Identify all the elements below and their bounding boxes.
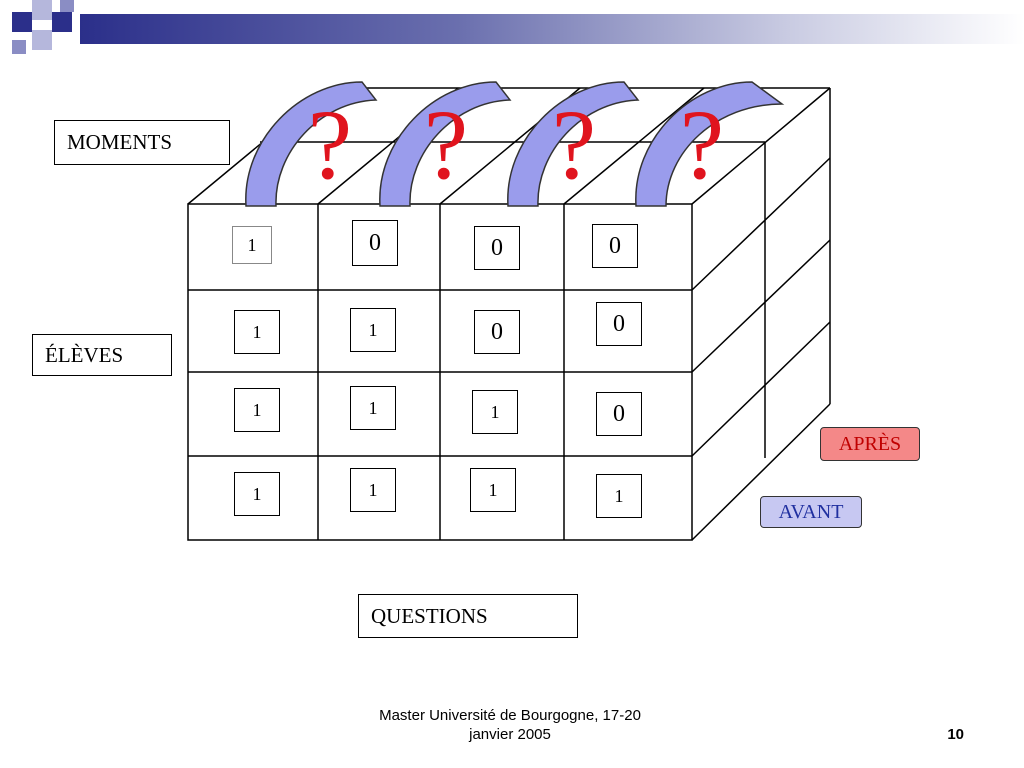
question-mark: ? [552, 89, 596, 200]
grid-cell-value: 1 [232, 226, 272, 264]
grid-cell-value: 0 [592, 224, 638, 268]
cell-text: 0 [491, 234, 503, 261]
cell-text: 0 [613, 310, 625, 337]
header-gradient-bar [80, 14, 1024, 44]
cell-text: 1 [252, 483, 262, 504]
cell-text: 0 [491, 318, 503, 345]
cell-text: 0 [369, 229, 381, 256]
question-mark: ? [680, 89, 724, 200]
questions-label-text: QUESTIONS [371, 603, 488, 628]
cube-top-col [563, 87, 705, 205]
header-square [12, 12, 32, 32]
question-arc [635, 81, 785, 207]
header-square [32, 30, 52, 50]
grid-cell-value: 1 [234, 310, 280, 354]
moments-label-text: MOMENTS [67, 130, 173, 154]
cell-text: 1 [252, 321, 262, 342]
grid-cell-value: 1 [350, 308, 396, 352]
footer-line: janvier 2005 [469, 726, 551, 743]
grid-cell-value: 1 [350, 386, 396, 430]
grid-cell-value: 0 [352, 220, 398, 266]
grid-cell-value: 0 [474, 310, 520, 354]
question-arc [245, 81, 378, 207]
question-mark: ? [424, 89, 468, 200]
cube-right-row [691, 239, 831, 373]
moments-label: MOMENTS [54, 120, 230, 165]
avant-tag: AVANT [760, 496, 862, 528]
cell-text: 1 [368, 319, 378, 340]
eleves-label-text: ÉLÈVES [45, 342, 124, 367]
cell-text: 1 [247, 234, 257, 255]
apres-tag-text: APRÈS [838, 432, 902, 455]
grid-cell-value: 1 [470, 468, 516, 512]
cell-text: 1 [488, 479, 498, 500]
cell-text: 0 [609, 232, 621, 259]
grid-cell-value: 1 [350, 468, 396, 512]
cube-top-edge [691, 87, 831, 205]
footer-line: Master Université de Bourgogne, 17-20 [379, 707, 641, 724]
question-arc [507, 81, 640, 207]
cell-text: 1 [368, 397, 378, 418]
questions-label: QUESTIONS [358, 594, 578, 638]
grid-cell-value: 1 [234, 388, 280, 432]
header-square [12, 40, 26, 54]
cube-right-edge [691, 403, 831, 541]
header-square [60, 0, 74, 12]
footer-text: Master Université de Bourgogne, 17-20 ja… [340, 706, 680, 744]
question-arc [379, 81, 512, 207]
cell-text: 1 [368, 479, 378, 500]
grid-cell-value: 1 [472, 390, 518, 434]
cell-text: 1 [252, 399, 262, 420]
cube-right-row [691, 157, 831, 291]
page-number: 10 [947, 726, 964, 743]
cell-text: 0 [613, 400, 625, 427]
header-decoration [0, 0, 1024, 60]
grid-cell-value: 0 [596, 302, 642, 346]
cell-text: 1 [490, 401, 500, 422]
grid-cell-value: 1 [234, 472, 280, 516]
header-square [32, 0, 52, 20]
eleves-label: ÉLÈVES [32, 334, 172, 376]
header-square [52, 12, 72, 32]
grid-cell-value: 0 [474, 226, 520, 270]
cell-text: 1 [614, 485, 624, 506]
question-mark: ? [308, 89, 352, 200]
grid-cell-value: 1 [596, 474, 642, 518]
avant-tag-text: AVANT [778, 500, 844, 523]
apres-tag: APRÈS [820, 427, 920, 461]
cube-right-row [691, 321, 831, 457]
grid-cell-value: 0 [596, 392, 642, 436]
